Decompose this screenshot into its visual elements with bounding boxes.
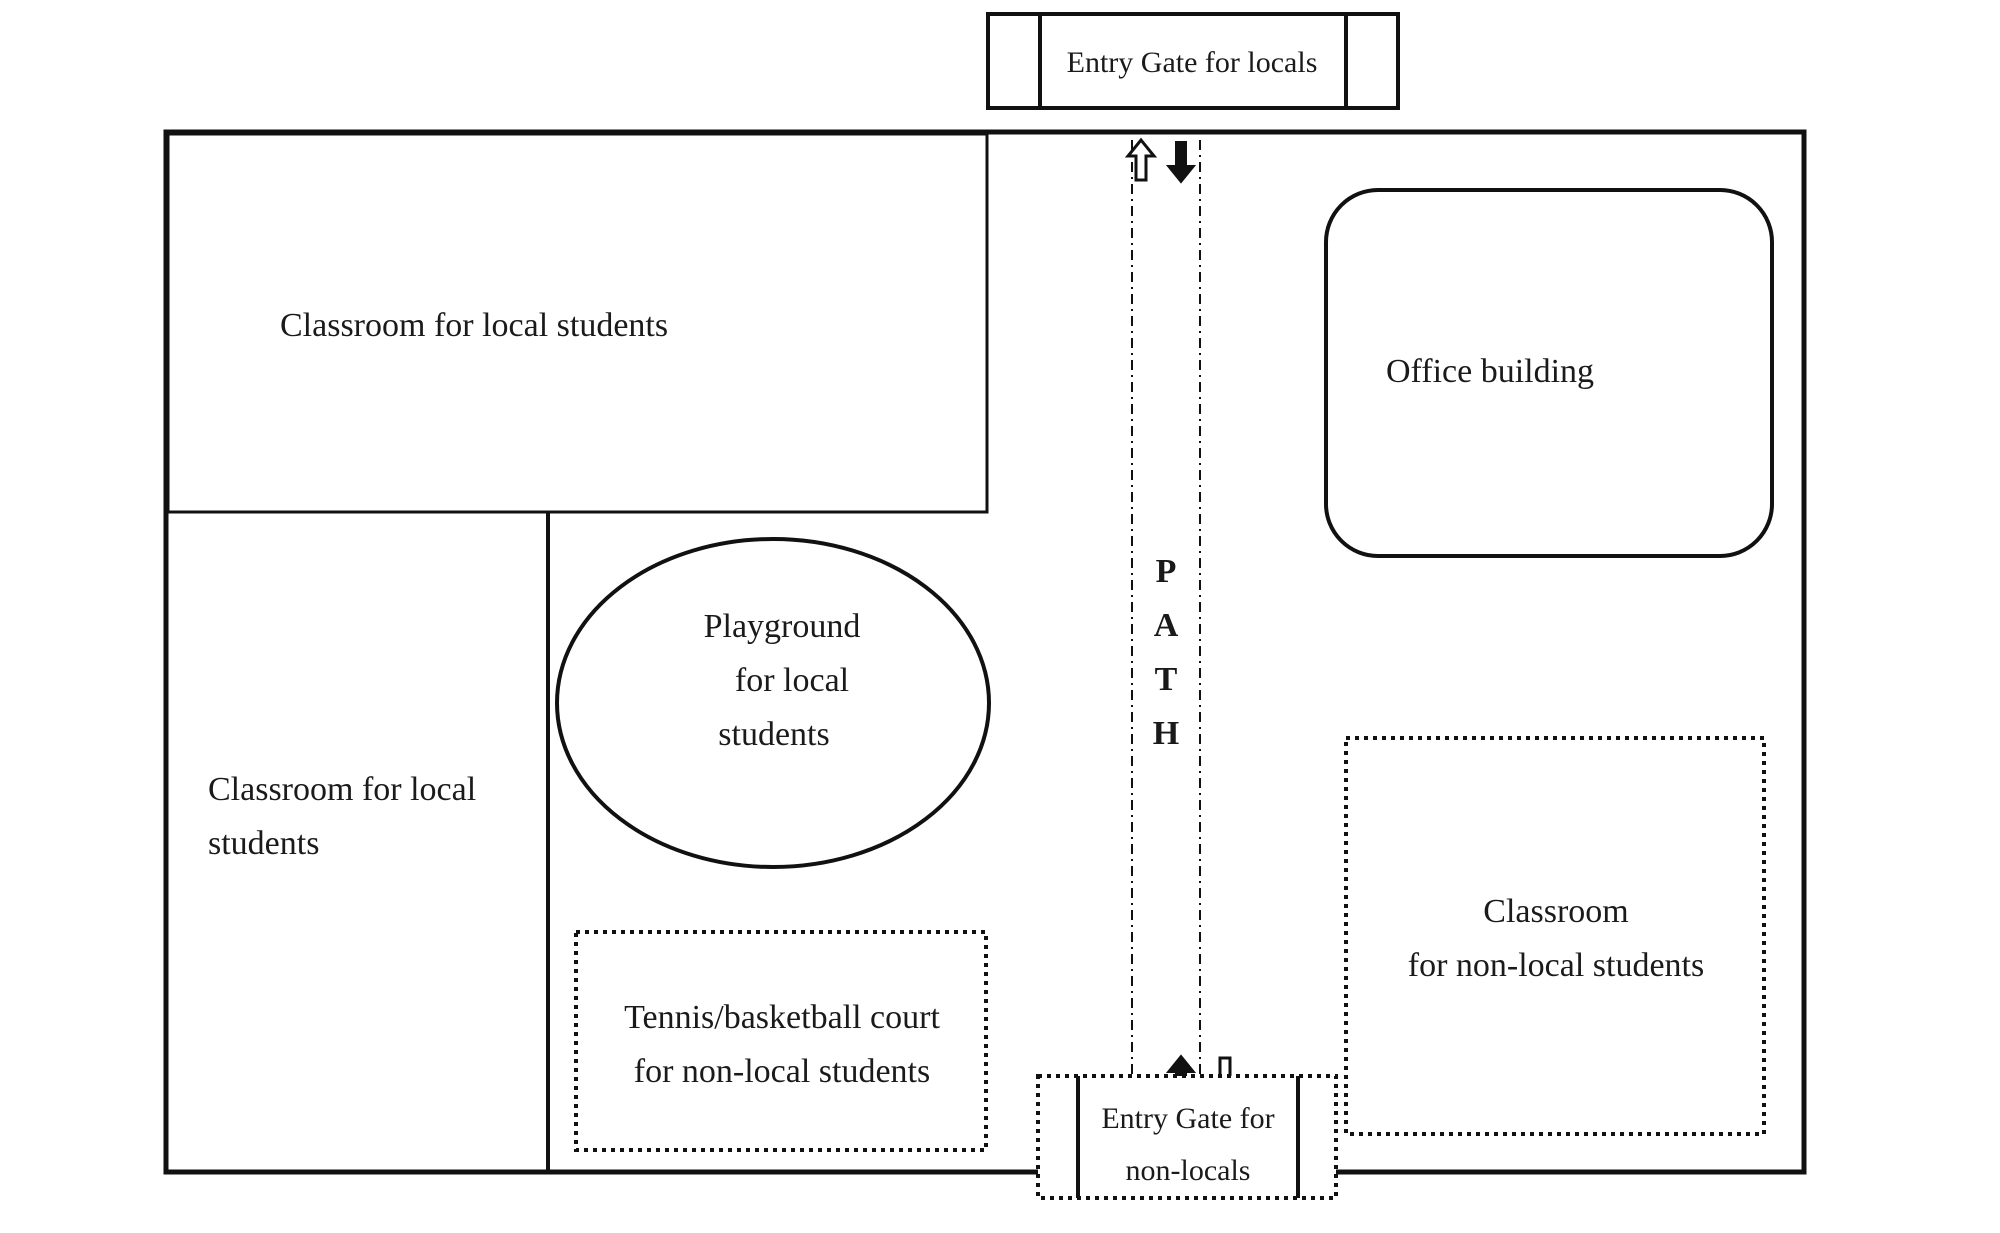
path-lane: P A T H bbox=[1131, 140, 1201, 1074]
tennis-basketball-court: Tennis/basketball court for non-local st… bbox=[574, 930, 988, 1152]
classroom-nonlocal-label-line2: for non-local students bbox=[1408, 947, 1705, 984]
arrow-up-icon bbox=[1124, 137, 1158, 182]
campus-boundary bbox=[163, 129, 1807, 1175]
classroom-local-top-label: Classroom for local students bbox=[280, 307, 668, 344]
entry-gate-locals-label: Entry Gate for locals bbox=[1067, 46, 1318, 79]
arrow-down-icon bbox=[1165, 141, 1197, 184]
path-letter-t: T bbox=[1155, 661, 1178, 698]
office-building: Office building bbox=[1324, 188, 1774, 558]
path-letter-p: P bbox=[1156, 553, 1177, 590]
entry-gate-locals: Entry Gate for locals bbox=[986, 12, 1400, 110]
office-building-label: Office building bbox=[1386, 353, 1594, 390]
classroom-local-left-label-line2: students bbox=[208, 825, 319, 862]
tennis-court-label-line1: Tennis/basketball court bbox=[624, 999, 940, 1036]
tennis-court-label-line2: for non-local students bbox=[634, 1053, 931, 1090]
playground-label-line2: for local bbox=[735, 662, 849, 699]
classroom-local-top: Classroom for local students bbox=[166, 132, 989, 514]
playground-local: Playground for local students bbox=[555, 537, 991, 869]
classroom-nonlocal-label-line1: Classroom bbox=[1483, 893, 1628, 930]
entry-gate-nonlocals-label-line2: non-locals bbox=[1126, 1154, 1251, 1187]
path-letter-h: H bbox=[1153, 715, 1179, 752]
playground-label-line1: Playground bbox=[704, 608, 861, 645]
path-letter-a: A bbox=[1154, 607, 1179, 644]
classroom-local-left: Classroom for local students bbox=[168, 510, 550, 1170]
entry-gate-nonlocals: Entry Gate for non-locals bbox=[1036, 1074, 1338, 1200]
classroom-local-left-label-line1: Classroom for local bbox=[208, 771, 476, 808]
classroom-nonlocal: Classroom for non-local students bbox=[1344, 736, 1766, 1136]
playground-label-line3: students bbox=[718, 716, 829, 753]
entry-gate-nonlocals-label-line1: Entry Gate for bbox=[1101, 1102, 1274, 1135]
